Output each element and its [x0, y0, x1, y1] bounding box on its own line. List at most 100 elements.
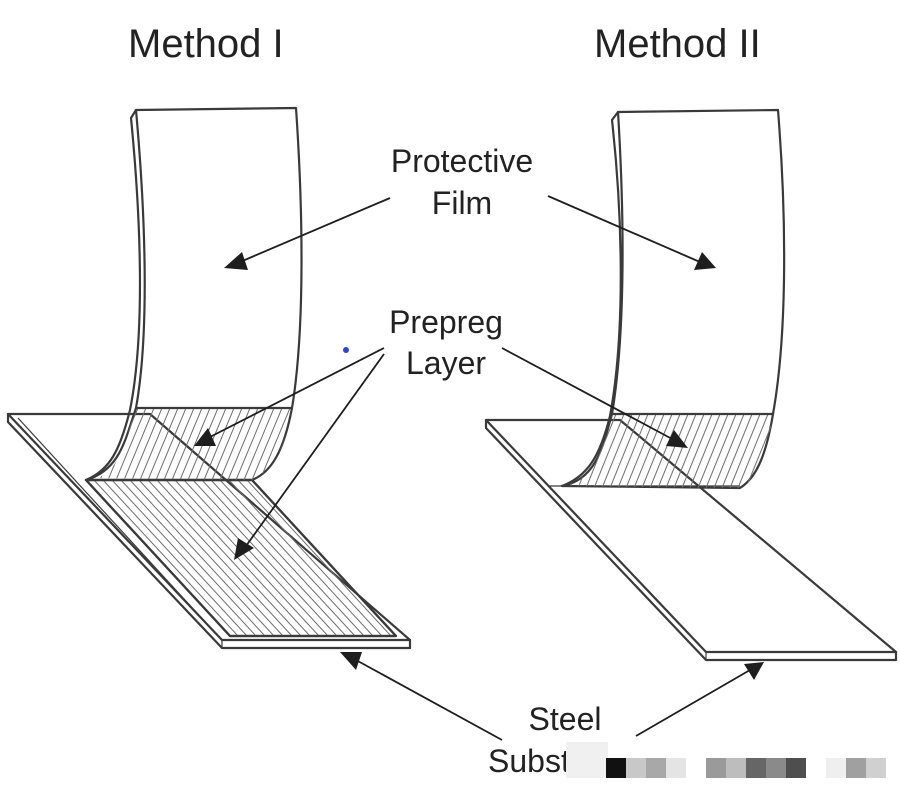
hatch-line	[617, 414, 649, 488]
prepreg-curve-2	[530, 412, 775, 488]
hatch-line	[138, 480, 284, 636]
hatch-line	[390, 480, 396, 636]
steel-substrate-1	[6, 412, 412, 650]
arrow-steel-substrate-2	[635, 662, 764, 737]
hatch-line	[155, 408, 187, 480]
hatch-line	[609, 414, 641, 488]
hatch-line	[201, 480, 347, 636]
hatch-line	[729, 414, 761, 488]
method-2-illustration	[484, 108, 898, 662]
hatch-line	[641, 414, 673, 488]
hatch-line	[174, 480, 320, 636]
hatch-line	[139, 408, 171, 480]
hatch-line	[681, 414, 713, 488]
arrow-prepreg-curve-2	[501, 347, 688, 448]
hatch-line	[309, 480, 396, 636]
arrow-protective-film-2	[547, 195, 716, 270]
hatch-line	[192, 480, 338, 636]
protective-film-1	[84, 106, 303, 482]
hatch-line	[228, 480, 374, 636]
protective-film-2	[560, 108, 786, 490]
hatch-line	[562, 414, 569, 488]
hatch-line	[102, 480, 248, 636]
hatch-line	[163, 408, 195, 480]
hatch-line	[237, 480, 383, 636]
hatch-line	[131, 408, 163, 480]
method-2-title: Method II	[594, 22, 761, 66]
hatch-line	[179, 408, 211, 480]
hatch-line	[327, 480, 396, 636]
hatch-line	[721, 414, 753, 488]
hatch-line	[282, 480, 396, 636]
hatch-line	[259, 408, 291, 480]
prepreg-curve-1	[97, 406, 294, 480]
prepreg-flat-1	[84, 478, 562, 638]
hatch-line	[97, 408, 99, 480]
hatch-line	[530, 414, 560, 488]
marker-dot	[343, 347, 349, 353]
hatch-line	[273, 480, 396, 636]
hatch-line	[593, 414, 625, 488]
hatch-line	[409, 480, 553, 636]
hatch-line	[291, 480, 396, 636]
hatch-line	[689, 414, 721, 488]
hatch-line	[562, 414, 577, 488]
hatch-line	[745, 414, 773, 488]
hatch-line	[183, 480, 329, 636]
method-1-title: Method I	[128, 22, 284, 66]
hatch-line	[381, 480, 396, 636]
hatch-line	[86, 480, 185, 636]
hatch-line	[86, 480, 203, 636]
hatch-line	[227, 408, 259, 480]
hatch-line	[264, 480, 396, 636]
hatch-line	[120, 480, 266, 636]
hatch-line	[251, 408, 283, 480]
hatch-line	[203, 408, 235, 480]
hatch-line	[633, 414, 665, 488]
hatch-line	[673, 414, 705, 488]
hatch-line	[737, 414, 769, 488]
hatch-line	[97, 408, 115, 480]
hatch-line	[93, 480, 239, 636]
hatch-line	[99, 408, 131, 480]
hatch-line	[219, 480, 365, 636]
hatch-line	[363, 480, 396, 636]
hatch-line	[336, 480, 396, 636]
hatch-line	[86, 480, 221, 636]
hatch-line	[713, 414, 745, 488]
hatch-line	[665, 414, 697, 488]
hatch-line	[283, 408, 292, 480]
steel-substrate-2	[484, 418, 898, 662]
hatch-line	[345, 480, 396, 636]
prepreg-layer-label: Prepreg Layer	[389, 304, 503, 381]
hatch-line	[657, 414, 689, 488]
hatch-line	[111, 480, 257, 636]
arrows	[194, 195, 764, 741]
pixelated-overlay	[566, 742, 886, 778]
hatch-line	[753, 414, 773, 488]
protective-film-label-line-1: Protective	[391, 143, 533, 179]
hatch-line	[123, 408, 155, 480]
hatch-line	[211, 408, 243, 480]
hatch-line	[129, 480, 275, 636]
hatch-line	[115, 408, 147, 480]
hatch-line	[569, 414, 601, 488]
hatch-line	[235, 408, 267, 480]
hatch-line	[585, 414, 617, 488]
hatch-line	[165, 480, 311, 636]
arrow-prepreg-flat-1	[234, 353, 385, 560]
hatch-line	[147, 408, 179, 480]
hatch-line	[246, 480, 392, 636]
hatch-line	[147, 480, 293, 636]
hatch-line	[625, 414, 657, 488]
prepreg-layer-label-line-1: Prepreg	[389, 304, 503, 340]
hatch-line	[372, 480, 396, 636]
arrow-prepreg-curve-1	[194, 347, 385, 446]
hatch-line	[418, 480, 562, 636]
hatch-line	[86, 480, 194, 636]
hatch-line	[318, 480, 396, 636]
hatch-line	[210, 480, 356, 636]
steel-substrate-label-line-2: Subst	[488, 743, 570, 779]
hatch-line	[649, 414, 681, 488]
